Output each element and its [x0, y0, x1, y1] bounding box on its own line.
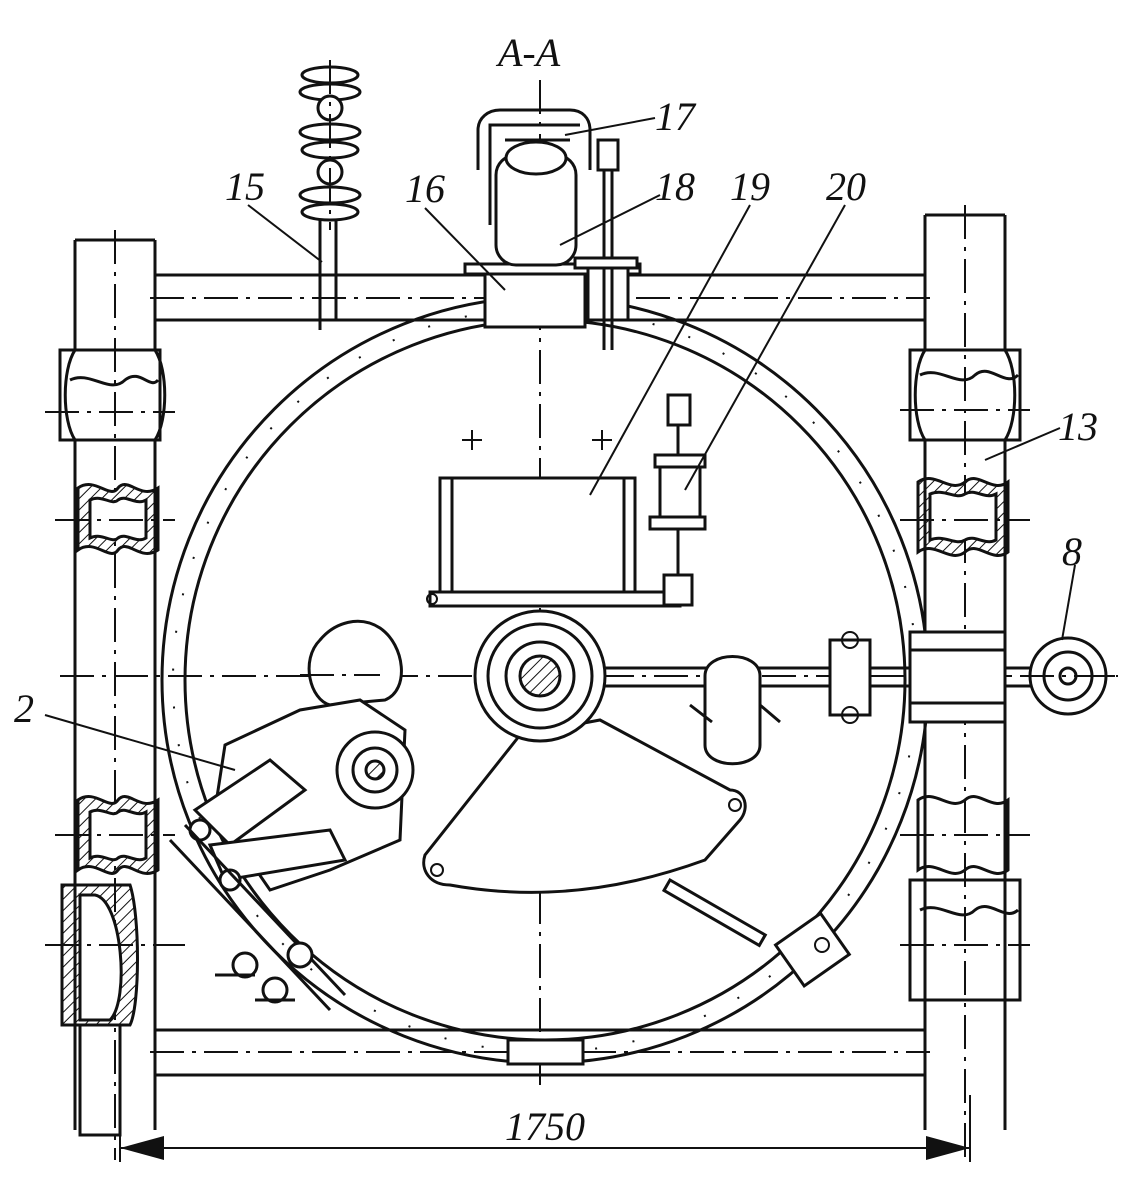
control-box: [426, 430, 682, 608]
gear-assembly: [188, 619, 415, 892]
left-rail: [45, 230, 185, 1160]
pulley: [1020, 636, 1118, 716]
dimension-value: 1750: [505, 1104, 585, 1149]
section-title: А-А: [495, 30, 561, 75]
label-13: 13: [1058, 404, 1098, 449]
dimension-line: [119, 1095, 971, 1162]
label-15: 15: [225, 164, 265, 209]
label-17: 17: [655, 94, 697, 139]
bottom-drain: [506, 1038, 585, 1066]
label-2: 2: [14, 686, 34, 731]
insulator-stack: [298, 60, 362, 330]
label-19: 19: [730, 164, 770, 209]
leader-lines: [44, 117, 1076, 771]
valves: [168, 823, 347, 1012]
label-16: 16: [405, 166, 445, 211]
actuator-cylinder: [648, 393, 707, 607]
label-8: 8: [1062, 529, 1082, 574]
label-20: 20: [826, 164, 866, 209]
top-hatch: [463, 108, 642, 350]
drum-lug: [773, 911, 852, 989]
drive-shaft: [605, 630, 1035, 766]
central-hub: [422, 609, 768, 948]
label-18: 18: [655, 164, 695, 209]
